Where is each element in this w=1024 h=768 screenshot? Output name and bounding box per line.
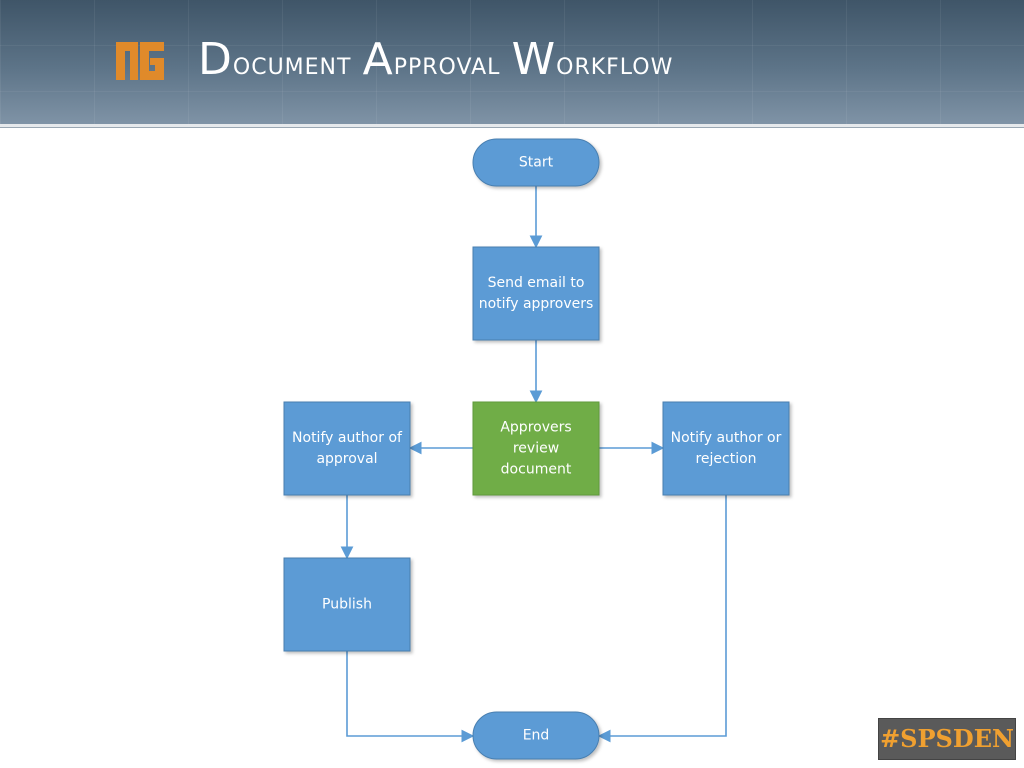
header-divider <box>0 124 1024 128</box>
node-publish: Publish <box>283 557 411 652</box>
node-shape-end <box>472 711 600 760</box>
node-notify-approval: Notify author of approval <box>283 401 411 496</box>
hashtag-badge: #SPSDEN <box>878 718 1016 760</box>
title-rest-1: ocument <box>232 44 363 82</box>
edges-layer <box>340 186 727 743</box>
mg-logo <box>116 42 164 80</box>
node-review: Approvers review document <box>472 401 600 496</box>
title-cap-3: W <box>511 34 557 85</box>
node-shape-notify-rejection <box>662 401 790 496</box>
node-label-notify-rejection-1: rejection <box>695 451 756 467</box>
node-start: Start <box>472 138 600 187</box>
node-label-start-0: Start <box>519 155 554 171</box>
node-end: End <box>472 711 600 760</box>
node-shape-publish <box>283 557 411 652</box>
node-label-notify-rejection-0: Notify author or <box>671 430 782 446</box>
node-label-review-0: Approvers <box>500 420 571 436</box>
node-shape-notify-approval <box>283 401 411 496</box>
title-rest-3: orkflow <box>556 44 674 82</box>
node-label-publish-0: Publish <box>322 597 372 613</box>
node-notify-rejection: Notify author or rejection <box>662 401 790 496</box>
node-label-review-1: review <box>513 441 559 457</box>
node-label-notify-approval-1: approval <box>316 451 377 467</box>
slide-header <box>0 0 1024 124</box>
edge-notify_rejection-to-end <box>597 495 727 743</box>
slide-title: Document Approval Workflow <box>198 30 673 90</box>
title-rest-2: pproval <box>393 44 512 82</box>
node-label-review-2: document <box>501 462 572 478</box>
node-label-send-email-1: notify approvers <box>479 296 594 312</box>
node-shape-send-email <box>472 246 600 341</box>
node-label-notify-approval-0: Notify author of <box>292 430 403 446</box>
node-label-end-0: End <box>523 728 550 744</box>
node-shape-review <box>472 401 600 496</box>
title-cap-1: D <box>198 34 233 85</box>
node-send-email: Send email to notify approvers <box>472 246 600 341</box>
title-cap-2: A <box>362 34 394 85</box>
node-label-send-email-0: Send email to <box>488 275 585 291</box>
edge-publish-to-end <box>346 651 475 743</box>
node-shape-start <box>472 138 600 187</box>
header-texture <box>0 0 1024 124</box>
